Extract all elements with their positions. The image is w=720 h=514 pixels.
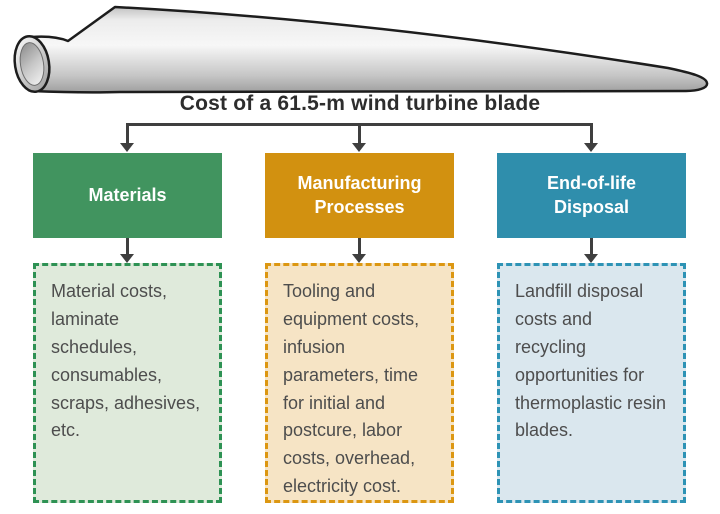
branch-detail-text: Landfill disposal costs and recycling op… <box>515 281 667 441</box>
branch-manufacturing-processes: Manufacturing Processes Tooling and equi… <box>265 153 454 503</box>
branch-header-manufacturing-processes: Manufacturing Processes <box>265 153 454 238</box>
branch-detail-end-of-life-disposal: Landfill disposal costs and recycling op… <box>497 263 686 503</box>
connector-drop-right <box>590 123 593 143</box>
branch-detail-text: Material costs, laminate schedules, cons… <box>51 281 201 441</box>
branch-header-end-of-life-disposal: End-of-life Disposal <box>497 153 686 238</box>
arrow-stem <box>590 238 593 254</box>
turbine-blade-illustration <box>13 5 709 94</box>
arrow-down-icon <box>584 254 598 263</box>
connector-drop-center <box>358 123 361 143</box>
arrow-down-icon <box>120 254 134 263</box>
connector-drop-left <box>126 123 129 143</box>
connector-arrow <box>265 238 454 263</box>
arrow-down-icon <box>352 143 366 152</box>
connector-arrow <box>33 238 222 263</box>
branch-header-label: Materials <box>88 184 167 205</box>
arrow-down-icon <box>584 143 598 152</box>
branch-end-of-life-disposal: End-of-life Disposal Landfill disposal c… <box>497 153 686 503</box>
blade-root <box>13 34 51 94</box>
branch-materials: Materials Material costs, laminate sched… <box>33 153 222 503</box>
connector-arrow <box>497 238 686 263</box>
arrow-down-icon <box>352 254 366 263</box>
branch-header-label: Manufacturing Processes <box>297 172 422 217</box>
branch-header-label: End-of-life Disposal <box>547 172 636 217</box>
branch-detail-text: Tooling and equipment costs, infusion pa… <box>283 281 420 497</box>
arrow-down-icon <box>120 143 134 152</box>
branch-header-materials: Materials <box>33 153 222 238</box>
branch-detail-manufacturing-processes: Tooling and equipment costs, infusion pa… <box>265 263 454 503</box>
arrow-stem <box>126 238 129 254</box>
arrow-stem <box>358 238 361 254</box>
branch-detail-materials: Material costs, laminate schedules, cons… <box>33 263 222 503</box>
blade-body <box>30 5 709 94</box>
diagram-title: Cost of a 61.5-m wind turbine blade <box>179 92 541 115</box>
